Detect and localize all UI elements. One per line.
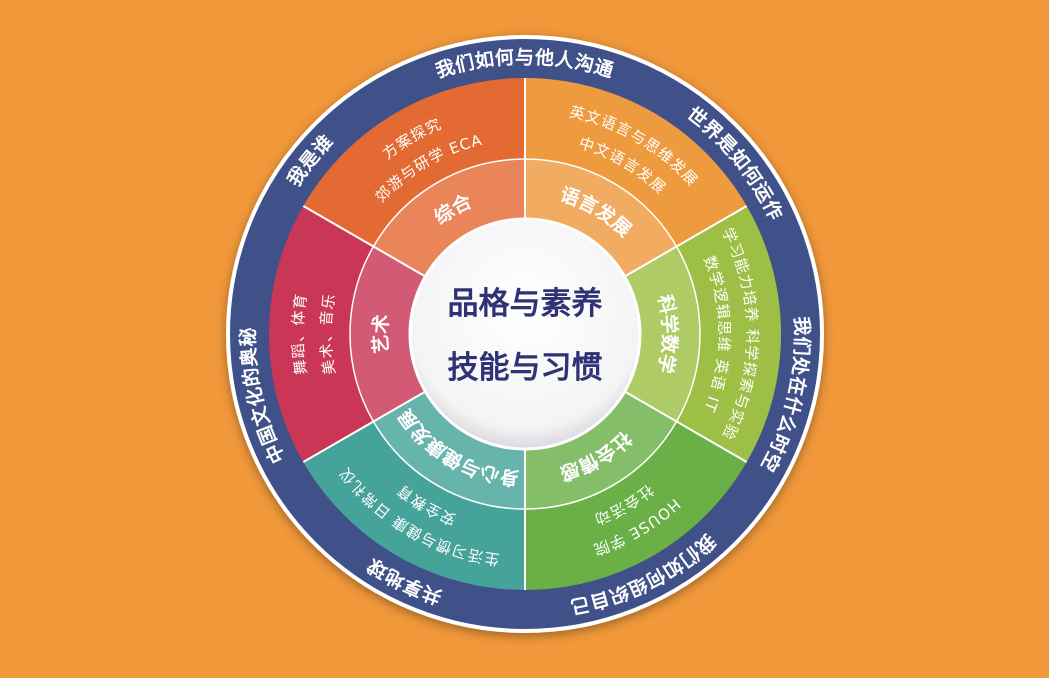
divider-line bbox=[302, 205, 426, 278]
divider-group bbox=[302, 78, 748, 590]
divider-line bbox=[302, 390, 426, 463]
sector-health bbox=[303, 421, 525, 590]
sector-group bbox=[269, 78, 781, 590]
inner-ring-group bbox=[349, 158, 701, 510]
sector-science bbox=[676, 206, 781, 462]
sector-art-item-2: 美术、音乐 bbox=[317, 292, 339, 376]
center-disc bbox=[408, 217, 642, 451]
divider-line bbox=[624, 390, 748, 463]
divider-line bbox=[624, 205, 748, 278]
center-line-1: 品格与素养 bbox=[448, 286, 603, 322]
sector-art-item-1: 舞蹈、体育 bbox=[289, 292, 310, 376]
sector-language bbox=[525, 78, 747, 247]
center-line-2: 技能与习惯 bbox=[448, 350, 603, 386]
sector-society bbox=[525, 421, 747, 590]
sector-general bbox=[303, 78, 525, 247]
sector-art bbox=[269, 206, 374, 462]
